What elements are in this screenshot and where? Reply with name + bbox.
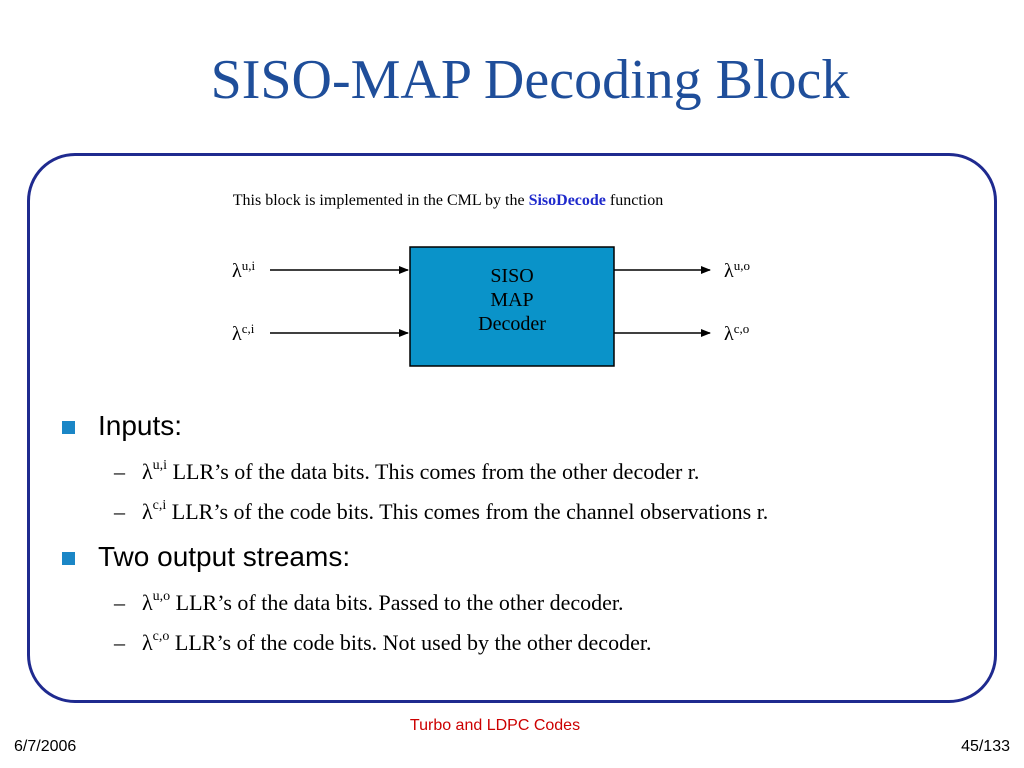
footer-date: 6/7/2006 — [14, 738, 77, 755]
bullet-square — [62, 552, 75, 565]
sub-bullet-text: LLR’s of the data bits. Passed to the ot… — [175, 590, 624, 615]
sub-bullet-text: LLR’s of the code bits. Not used by the … — [174, 630, 652, 655]
caption-suffix: function — [609, 192, 664, 209]
content-frame — [27, 153, 997, 703]
sub-bullet-output-c: λc,o LLR’s of the code bits. Not used by… — [142, 629, 652, 655]
slide-title: SISO-MAP Decoding Block — [210, 49, 850, 111]
output-label-c-sup: c,o — [733, 321, 750, 336]
decoder-label: SISO MAP Decoder — [410, 264, 614, 336]
output-label-u-sup: u,o — [733, 258, 750, 273]
lambda-symbol: λ — [232, 260, 242, 282]
input-label-u: λu,i — [232, 258, 256, 282]
sub-bullet-sup: u,i — [152, 458, 168, 473]
decoder-label-line-1: SISO — [490, 265, 534, 287]
caption: This block is implemented in the CML by … — [0, 191, 896, 210]
dash-bullet: – — [114, 459, 125, 484]
sub-bullet-text: LLR’s of the data bits. This comes from … — [172, 459, 700, 484]
sub-bullet-sup: c,i — [152, 498, 167, 513]
input-label-u-sup: u,i — [241, 258, 256, 273]
bullet-heading-outputs: Two output streams: — [98, 541, 351, 572]
output-label-c: λc,o — [724, 321, 750, 345]
lambda-symbol: λ — [142, 459, 153, 484]
decoder-label-line-3: Decoder — [478, 313, 546, 335]
sub-bullet-input-u: λu,i LLR’s of the data bits. This comes … — [142, 458, 700, 484]
sub-bullet-input-c: λc,i LLR’s of the code bits. This comes … — [142, 498, 769, 524]
input-label-c-sup: c,i — [241, 321, 255, 336]
dash-bullet: – — [114, 499, 125, 524]
lambda-symbol: λ — [724, 260, 734, 282]
sub-bullet-text: LLR’s of the code bits. This comes from … — [171, 499, 769, 524]
lambda-symbol: λ — [724, 323, 734, 345]
decoder-label-line-2: MAP — [490, 289, 534, 311]
bullet-heading-inputs: Inputs: — [98, 410, 183, 441]
footer-page-number: 45/133 — [961, 738, 1010, 755]
input-label-c: λc,i — [232, 321, 255, 345]
caption-prefix: This block is implemented in the CML by … — [232, 192, 525, 209]
lambda-symbol: λ — [142, 499, 153, 524]
lambda-symbol: λ — [142, 630, 153, 655]
caption-function-name: SisoDecode — [528, 192, 606, 209]
siso-map-decoder-block — [409, 246, 615, 367]
footer-title: Turbo and LDPC Codes — [409, 717, 581, 734]
output-label-u: λu,o — [724, 258, 750, 282]
dash-bullet: – — [114, 630, 125, 655]
lambda-symbol: λ — [232, 323, 242, 345]
bullet-square — [62, 421, 75, 434]
dash-bullet: – — [114, 590, 125, 615]
lambda-symbol: λ — [142, 590, 153, 615]
sub-bullet-sup: c,o — [152, 629, 170, 644]
sub-bullet-sup: u,o — [152, 589, 171, 604]
sub-bullet-output-u: λu,o LLR’s of the data bits. Passed to t… — [142, 589, 624, 615]
